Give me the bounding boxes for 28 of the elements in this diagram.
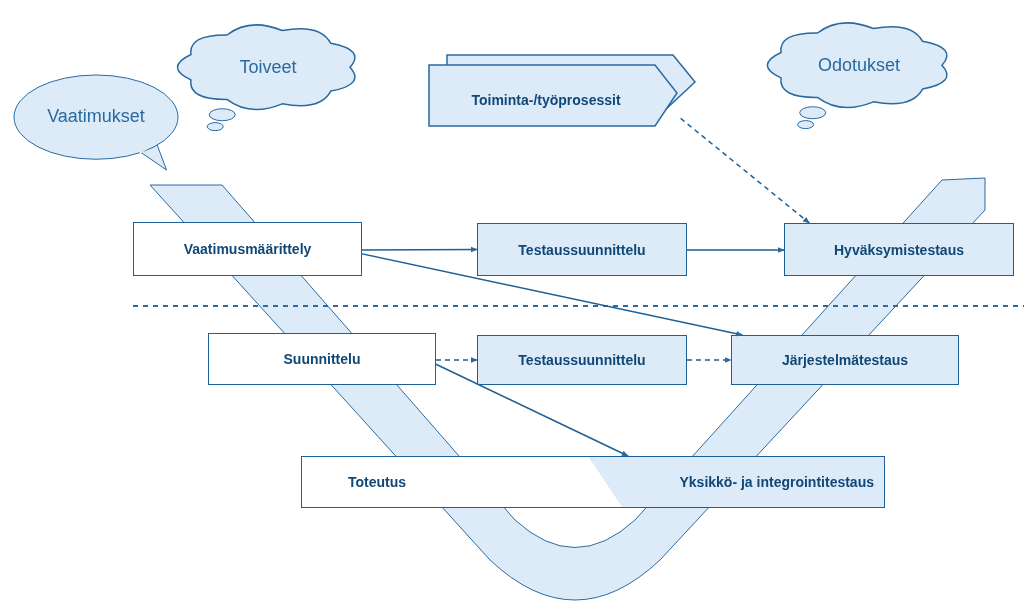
arrow (361, 246, 478, 253)
arrow (686, 357, 732, 363)
process-box (208, 333, 436, 385)
arrow (435, 363, 629, 457)
process-box (133, 222, 362, 276)
arrow (679, 117, 811, 224)
process-chevron (425, 54, 697, 128)
node-label: Suunnittelu (283, 351, 361, 367)
process-box (301, 456, 885, 508)
node-label: Vaatimukset (47, 105, 145, 127)
node-label: Toiminta-/työprosessit (471, 92, 621, 108)
node-label: Testaussuunnittelu (518, 352, 646, 368)
process-box (477, 223, 687, 276)
process-box (784, 223, 1014, 276)
node-label: Järjestelmätestaus (781, 352, 909, 368)
node-label: Toteutus (348, 474, 407, 490)
node-label: Yksikkö- ja integrointitestaus (679, 474, 874, 490)
speech-bubble (12, 74, 180, 172)
node-label: Testaussuunnittelu (518, 241, 646, 258)
node-label: Vaatimusmäärittely (183, 241, 312, 257)
arrow (686, 247, 785, 253)
process-box (477, 335, 687, 385)
node-label: Toiveet (239, 56, 297, 78)
node-label: Odotukset (817, 54, 900, 76)
arrow (435, 357, 478, 363)
process-box (731, 335, 959, 385)
node-label: Hyväksymistestaus (834, 241, 964, 258)
arrow (361, 253, 744, 337)
